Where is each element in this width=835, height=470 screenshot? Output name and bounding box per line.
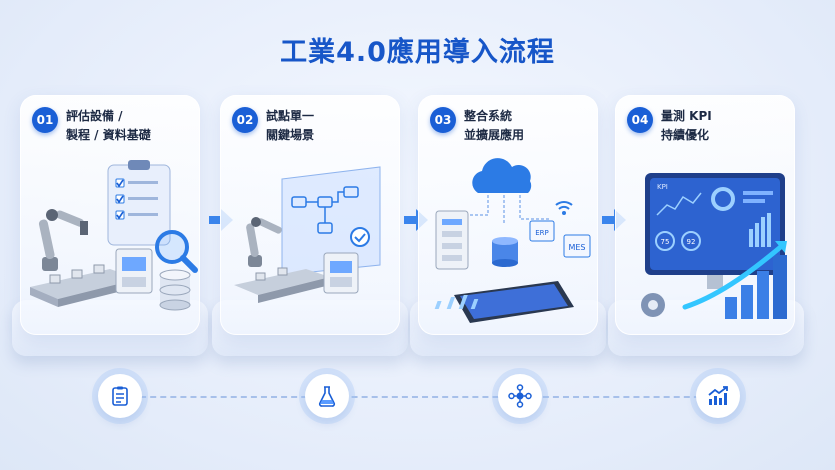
svg-text:92: 92 bbox=[687, 238, 696, 246]
timeline-connector bbox=[120, 396, 720, 398]
machine-unit bbox=[115, 248, 153, 294]
kpi-monitor: KPI 75 92 bbox=[645, 173, 785, 275]
database-icon bbox=[492, 237, 518, 267]
machine-unit bbox=[323, 252, 359, 294]
tablet-dashboard bbox=[434, 281, 574, 323]
svg-text:KPI: KPI bbox=[657, 183, 668, 191]
step-label: 量測 KPI 持續優化 bbox=[661, 109, 712, 142]
factory-assessment-illustration bbox=[30, 160, 198, 311]
network-icon bbox=[508, 384, 532, 408]
svg-text:ERP: ERP bbox=[535, 229, 549, 237]
step-number-badge: 01 bbox=[32, 107, 58, 133]
step-card-4: 04 量測 KPI 持續優化 KPI 75 92 bbox=[615, 95, 795, 335]
robot-arm bbox=[38, 209, 88, 271]
checklist-clipboard bbox=[107, 160, 171, 246]
clipboard-icon bbox=[112, 386, 128, 406]
trend-chart-icon bbox=[708, 386, 728, 405]
step-label: 評估設備 / 製程 / 資料基礎 bbox=[66, 109, 151, 142]
step-card-2: 02 試點單一 關鍵場景 bbox=[220, 95, 400, 335]
cloud-icon bbox=[472, 158, 532, 193]
step-card-1: 01 評估設備 / 製程 / 資料基礎 bbox=[20, 95, 200, 335]
pilot-scenario-illustration bbox=[234, 166, 381, 303]
conveyor-belt bbox=[234, 267, 330, 303]
wifi-icon bbox=[555, 201, 573, 215]
page-title: 工業4.0應用導入流程 bbox=[280, 37, 555, 68]
growth-bars bbox=[725, 255, 787, 319]
step-2-icon-bubble bbox=[305, 374, 349, 418]
magnifier-icon bbox=[155, 230, 198, 273]
gear-icon bbox=[641, 293, 665, 317]
database-icon bbox=[159, 269, 191, 311]
workflow-panel bbox=[281, 166, 381, 276]
robot-arm bbox=[246, 217, 282, 267]
step-label: 整合系統 並擴展應用 bbox=[464, 109, 525, 142]
step-number-badge: 02 bbox=[232, 107, 258, 133]
step-3-icon-bubble bbox=[498, 374, 542, 418]
mes-module: MES bbox=[563, 234, 591, 258]
step-label: 試點單一 關鍵場景 bbox=[266, 109, 315, 142]
flask-icon bbox=[318, 386, 336, 407]
svg-text:75: 75 bbox=[661, 238, 670, 246]
step-4-icon-bubble bbox=[696, 374, 740, 418]
step-number-badge: 03 bbox=[430, 107, 456, 133]
step-card-3: 03 整合系統 並擴展應用 ERP bbox=[418, 95, 598, 335]
step-1-icon-bubble bbox=[98, 374, 142, 418]
system-integration-illustration: ERP MES bbox=[434, 158, 591, 323]
step-number-badge: 04 bbox=[627, 107, 653, 133]
erp-module: ERP bbox=[529, 220, 555, 242]
kpi-dashboard-illustration: KPI 75 92 bbox=[641, 173, 787, 319]
svg-text:MES: MES bbox=[568, 243, 585, 252]
server-rack bbox=[435, 210, 469, 270]
